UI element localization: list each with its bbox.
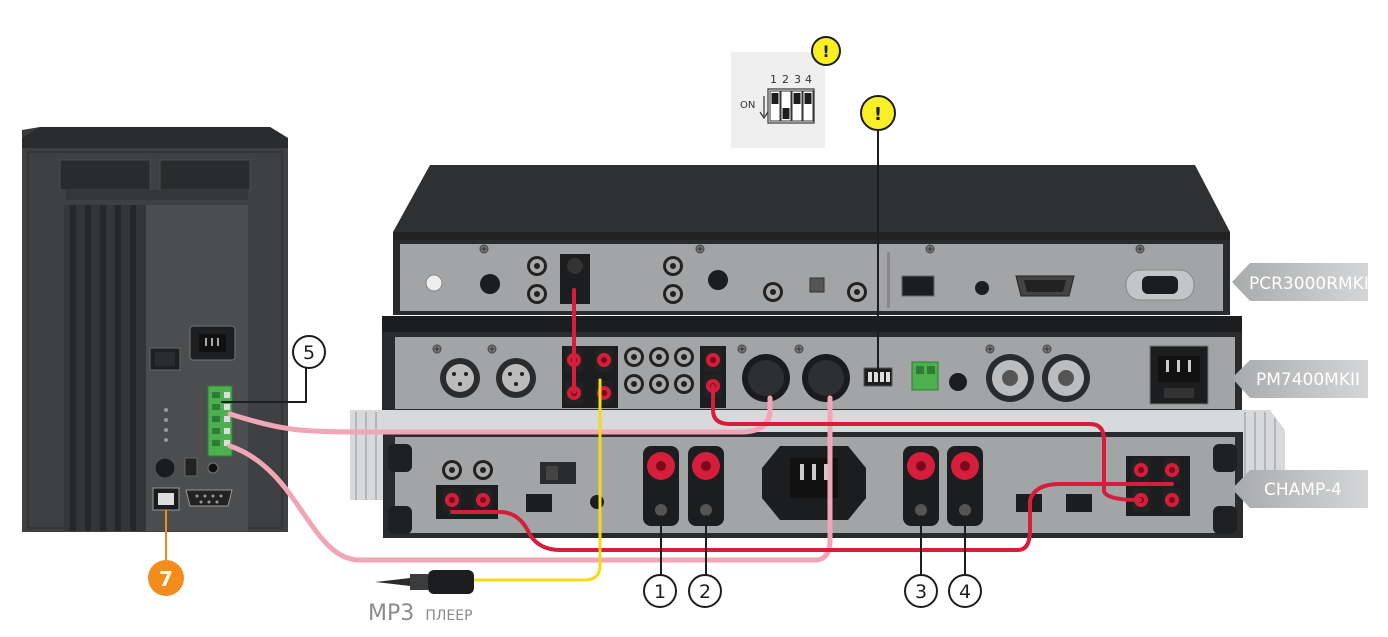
speaker-cabinet <box>22 127 288 532</box>
dip-switch-1-knob <box>771 93 779 104</box>
output-2-posts <box>688 446 724 526</box>
mp3-jack-plug <box>375 570 474 594</box>
warning-badge-dip: ! <box>811 36 841 66</box>
dip-num-4: 4 <box>805 73 812 86</box>
callout-2-number: 2 <box>699 581 711 603</box>
output-4-posts <box>947 446 983 526</box>
mp3-label-sub: ПЛЕЕР <box>425 608 472 624</box>
yellow-cable <box>468 378 602 582</box>
terminal-block <box>207 385 233 457</box>
pcr3000-unit <box>393 165 1230 315</box>
warning-badge-unit: ! <box>860 95 896 131</box>
dip-num-3: 3 <box>794 73 801 86</box>
pink-cable-upper <box>227 395 773 435</box>
dip-switch-4 <box>802 90 814 122</box>
dip-down-arrow-icon <box>759 96 769 120</box>
callout-1-number: 1 <box>654 581 666 603</box>
label-pm: PM7400MKII <box>1256 370 1360 390</box>
red-cable-pm-to-champ <box>711 384 1142 502</box>
mp3-label: MP3 ПЛЕЕР <box>368 601 473 626</box>
label-champ: CHAMP-4 <box>1264 480 1342 500</box>
dip-on-label: ON <box>740 100 755 111</box>
callout-3: 3 <box>904 574 938 608</box>
label-pcr: PCR3000RMKII <box>1249 274 1374 294</box>
dip-switch-inset: 1 2 3 4 ON <box>731 52 825 148</box>
warning-mark-unit: ! <box>874 104 882 125</box>
dip-switch-1 <box>769 90 781 122</box>
label-tag-pm: PM7400MKII <box>1232 360 1368 398</box>
dip-num-2: 2 <box>782 73 789 86</box>
cables <box>221 127 1174 582</box>
dip-switch-4-knob <box>804 93 812 104</box>
label-tag-champ: CHAMP-4 <box>1232 470 1368 508</box>
mp3-label-main: MP3 <box>368 601 414 626</box>
callout-5-number: 5 <box>303 342 315 364</box>
dip-switch-2 <box>780 90 792 122</box>
callout-4-number: 4 <box>959 581 971 603</box>
warning-mark-dip: ! <box>822 42 829 61</box>
dip-switch-3 <box>791 90 803 122</box>
dip-switch-3-knob <box>793 93 801 104</box>
callout-2: 2 <box>688 574 722 608</box>
label-tag-pcr: PCR3000RMKII <box>1232 263 1374 301</box>
champ4-unit <box>350 410 1285 538</box>
callout-1: 1 <box>643 574 677 608</box>
callout-7-number: 7 <box>159 567 173 591</box>
dip-num-1: 1 <box>770 73 777 86</box>
pm7400-unit <box>382 316 1242 412</box>
callout-5: 5 <box>292 335 326 369</box>
dip-switch-2-knob <box>782 108 790 119</box>
callout-3-number: 3 <box>915 581 927 603</box>
red-cable-champ-loop <box>450 482 1174 552</box>
callout-7-network: 7 <box>148 510 184 596</box>
callout-4: 4 <box>948 574 982 608</box>
output-3-posts <box>903 446 939 526</box>
output-1-posts <box>643 446 679 526</box>
